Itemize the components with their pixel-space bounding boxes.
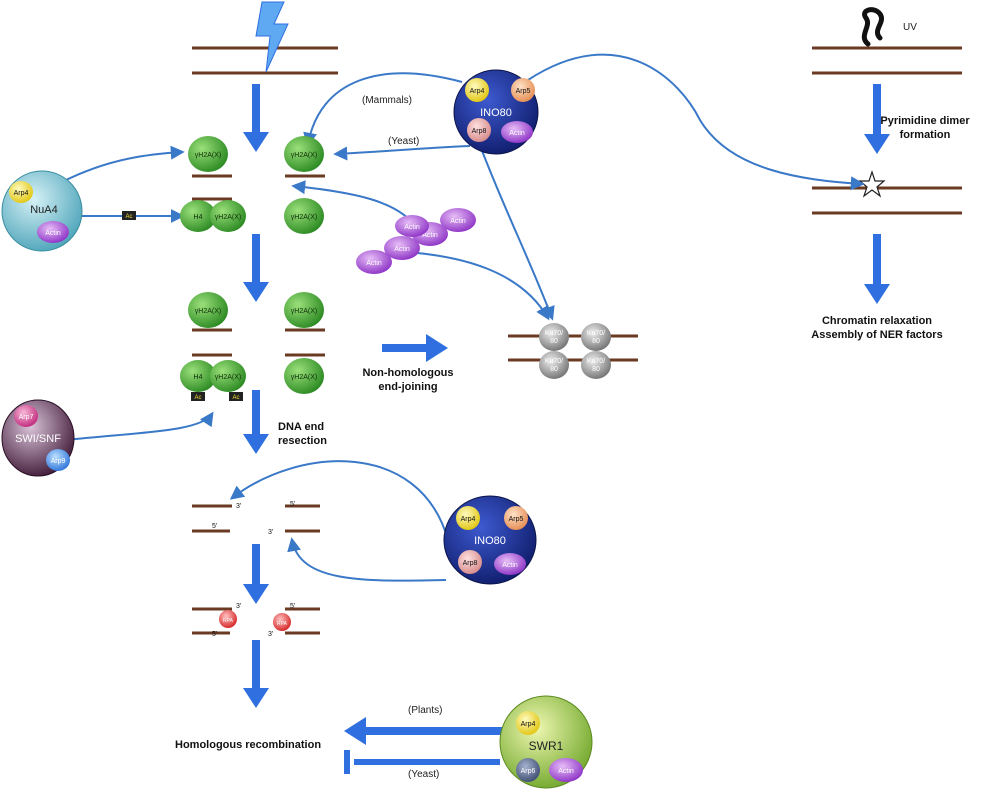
arrow-down-uv-2 xyxy=(864,234,890,304)
ino80-label: INO80 xyxy=(480,107,512,119)
svg-text:Arp4: Arp4 xyxy=(461,516,476,523)
swr1-complex: SWR1 Arp4 Arp6 Actin xyxy=(499,695,593,789)
swr1-label: SWR1 xyxy=(529,739,564,753)
arrow-down-3 xyxy=(243,390,269,454)
svg-text:Arp5: Arp5 xyxy=(509,516,524,523)
actin-label: Actin xyxy=(450,218,466,225)
svg-text:5': 5' xyxy=(290,603,295,610)
ku-complex: Ku70/ 80 Ku70/ 80 Ku70/ 80 Ku70/ 80 xyxy=(539,323,611,379)
h2ax-label: γH2A(X) xyxy=(291,374,317,381)
connectors xyxy=(61,53,865,582)
yeast-label: (Yeast) xyxy=(388,136,419,147)
nua4-complex: NuA4 Arp4 Actin xyxy=(1,170,83,252)
h2ax-label: γH2A(X) xyxy=(215,374,241,381)
arrow-down-4 xyxy=(243,544,269,604)
resection-label-1: DNA end xyxy=(278,421,324,433)
chromatin-label-2: Assembly of NER factors xyxy=(811,329,942,341)
actin-label: Actin xyxy=(422,232,438,239)
svg-text:3': 3' xyxy=(236,603,241,610)
svg-text:Arp8: Arp8 xyxy=(463,560,478,567)
nhej-label-1: Non-homologous xyxy=(362,367,453,379)
svg-text:80: 80 xyxy=(592,338,600,345)
acetyl-tags: Ac Ac Ac xyxy=(122,211,243,401)
svg-text:Arp4: Arp4 xyxy=(521,721,536,728)
histones-stage1: γH2A(X) γH2A(X) H4 γH2A(X) γH2A(X) xyxy=(180,136,324,234)
hr-label: Homologous recombination xyxy=(175,739,321,751)
svg-text:5': 5' xyxy=(290,501,295,508)
svg-text:Arp9: Arp9 xyxy=(51,458,66,465)
nhej-label-2: end-joining xyxy=(378,381,437,393)
uv-squiggle-icon xyxy=(861,7,884,47)
uv-label: UV xyxy=(903,22,917,33)
svg-text:Arp7: Arp7 xyxy=(19,414,34,421)
actin-label: Actin xyxy=(394,246,410,253)
svg-text:3': 3' xyxy=(268,631,273,638)
nua4-label: NuA4 xyxy=(30,204,58,216)
svg-text:Actin: Actin xyxy=(558,768,574,775)
svg-text:Ku70/: Ku70/ xyxy=(587,358,605,365)
ino80-complex-top: INO80 Arp4 Arp5 Arp8 Actin xyxy=(453,69,539,155)
flow-arrows xyxy=(243,84,890,745)
svg-text:Actin: Actin xyxy=(45,230,61,237)
svg-text:80: 80 xyxy=(592,366,600,373)
ac-tag-label: Ac xyxy=(232,395,239,401)
swisnf-complex: SWI/SNF Arp7 Arp9 xyxy=(1,399,75,477)
svg-text:3': 3' xyxy=(268,529,273,536)
ino80-complex-bottom: INO80 Arp4 Arp5 Arp8 Actin xyxy=(443,495,537,585)
svg-text:Arp4: Arp4 xyxy=(470,88,485,95)
svg-text:80: 80 xyxy=(550,338,558,345)
actin-label: Actin xyxy=(366,260,382,267)
h2ax-label: γH2A(X) xyxy=(215,214,241,221)
svg-text:RPA: RPA xyxy=(223,618,234,624)
svg-text:5': 5' xyxy=(212,523,217,530)
h2ax-label: γH2A(X) xyxy=(195,308,221,315)
h2ax-label: γH2A(X) xyxy=(291,152,317,159)
svg-text:5': 5' xyxy=(212,631,217,638)
plants-label: (Plants) xyxy=(408,705,442,716)
svg-text:Arp4: Arp4 xyxy=(14,190,29,197)
h4-label: H4 xyxy=(194,374,203,381)
dna-strands xyxy=(192,46,962,635)
h2ax-label: γH2A(X) xyxy=(195,152,221,159)
strand-end-labels: 3' 5' 5' 3' 3' 5' 5' 3' xyxy=(212,501,295,638)
histones-stage2: γH2A(X) γH2A(X) H4 γH2A(X) γH2A(X) xyxy=(180,292,324,394)
svg-text:Ku70/: Ku70/ xyxy=(587,330,605,337)
svg-text:RPA: RPA xyxy=(277,621,288,627)
inhibit-yeast xyxy=(344,750,500,774)
svg-text:Arp6: Arp6 xyxy=(521,768,536,775)
h2ax-label: γH2A(X) xyxy=(291,308,317,315)
swisnf-label: SWI/SNF xyxy=(15,433,61,445)
lightning-icon xyxy=(255,1,289,73)
svg-text:Actin: Actin xyxy=(502,562,518,569)
ac-tag-label: Ac xyxy=(194,395,201,401)
mammals-label: (Mammals) xyxy=(362,95,412,106)
svg-text:Arp8: Arp8 xyxy=(472,128,487,135)
arrow-right-nhej xyxy=(382,334,448,362)
svg-text:Ku70/: Ku70/ xyxy=(545,358,563,365)
actin-label: Actin xyxy=(404,224,420,231)
arrow-down-1 xyxy=(243,84,269,152)
pyrimidine-dimer-icon xyxy=(858,170,886,198)
svg-text:Actin: Actin xyxy=(509,130,525,137)
rpa-proteins: RPA RPA xyxy=(219,610,291,631)
pyrimidine-label-2: formation xyxy=(900,129,951,141)
yeast-swr1-label: (Yeast) xyxy=(408,769,439,780)
actin-filament: Actin Actin Actin Actin Actin xyxy=(356,208,476,274)
ino80-label: INO80 xyxy=(474,535,506,547)
h4-label: H4 xyxy=(194,214,203,221)
ac-tag-label: Ac xyxy=(125,214,132,220)
svg-text:3': 3' xyxy=(236,503,241,510)
h2ax-label: γH2A(X) xyxy=(291,214,317,221)
svg-text:80: 80 xyxy=(550,366,558,373)
chromatin-label-1: Chromatin relaxation xyxy=(822,315,932,327)
svg-text:Ku70/: Ku70/ xyxy=(545,330,563,337)
arrow-down-2 xyxy=(243,234,269,302)
svg-text:Arp5: Arp5 xyxy=(516,88,531,95)
arrow-left-plants xyxy=(344,717,502,745)
resection-label-2: resection xyxy=(278,435,327,447)
arrow-down-uv-1 xyxy=(864,84,890,154)
pyrimidine-label-1: Pyrimidine dimer xyxy=(880,115,970,127)
arrow-down-5 xyxy=(243,640,269,708)
